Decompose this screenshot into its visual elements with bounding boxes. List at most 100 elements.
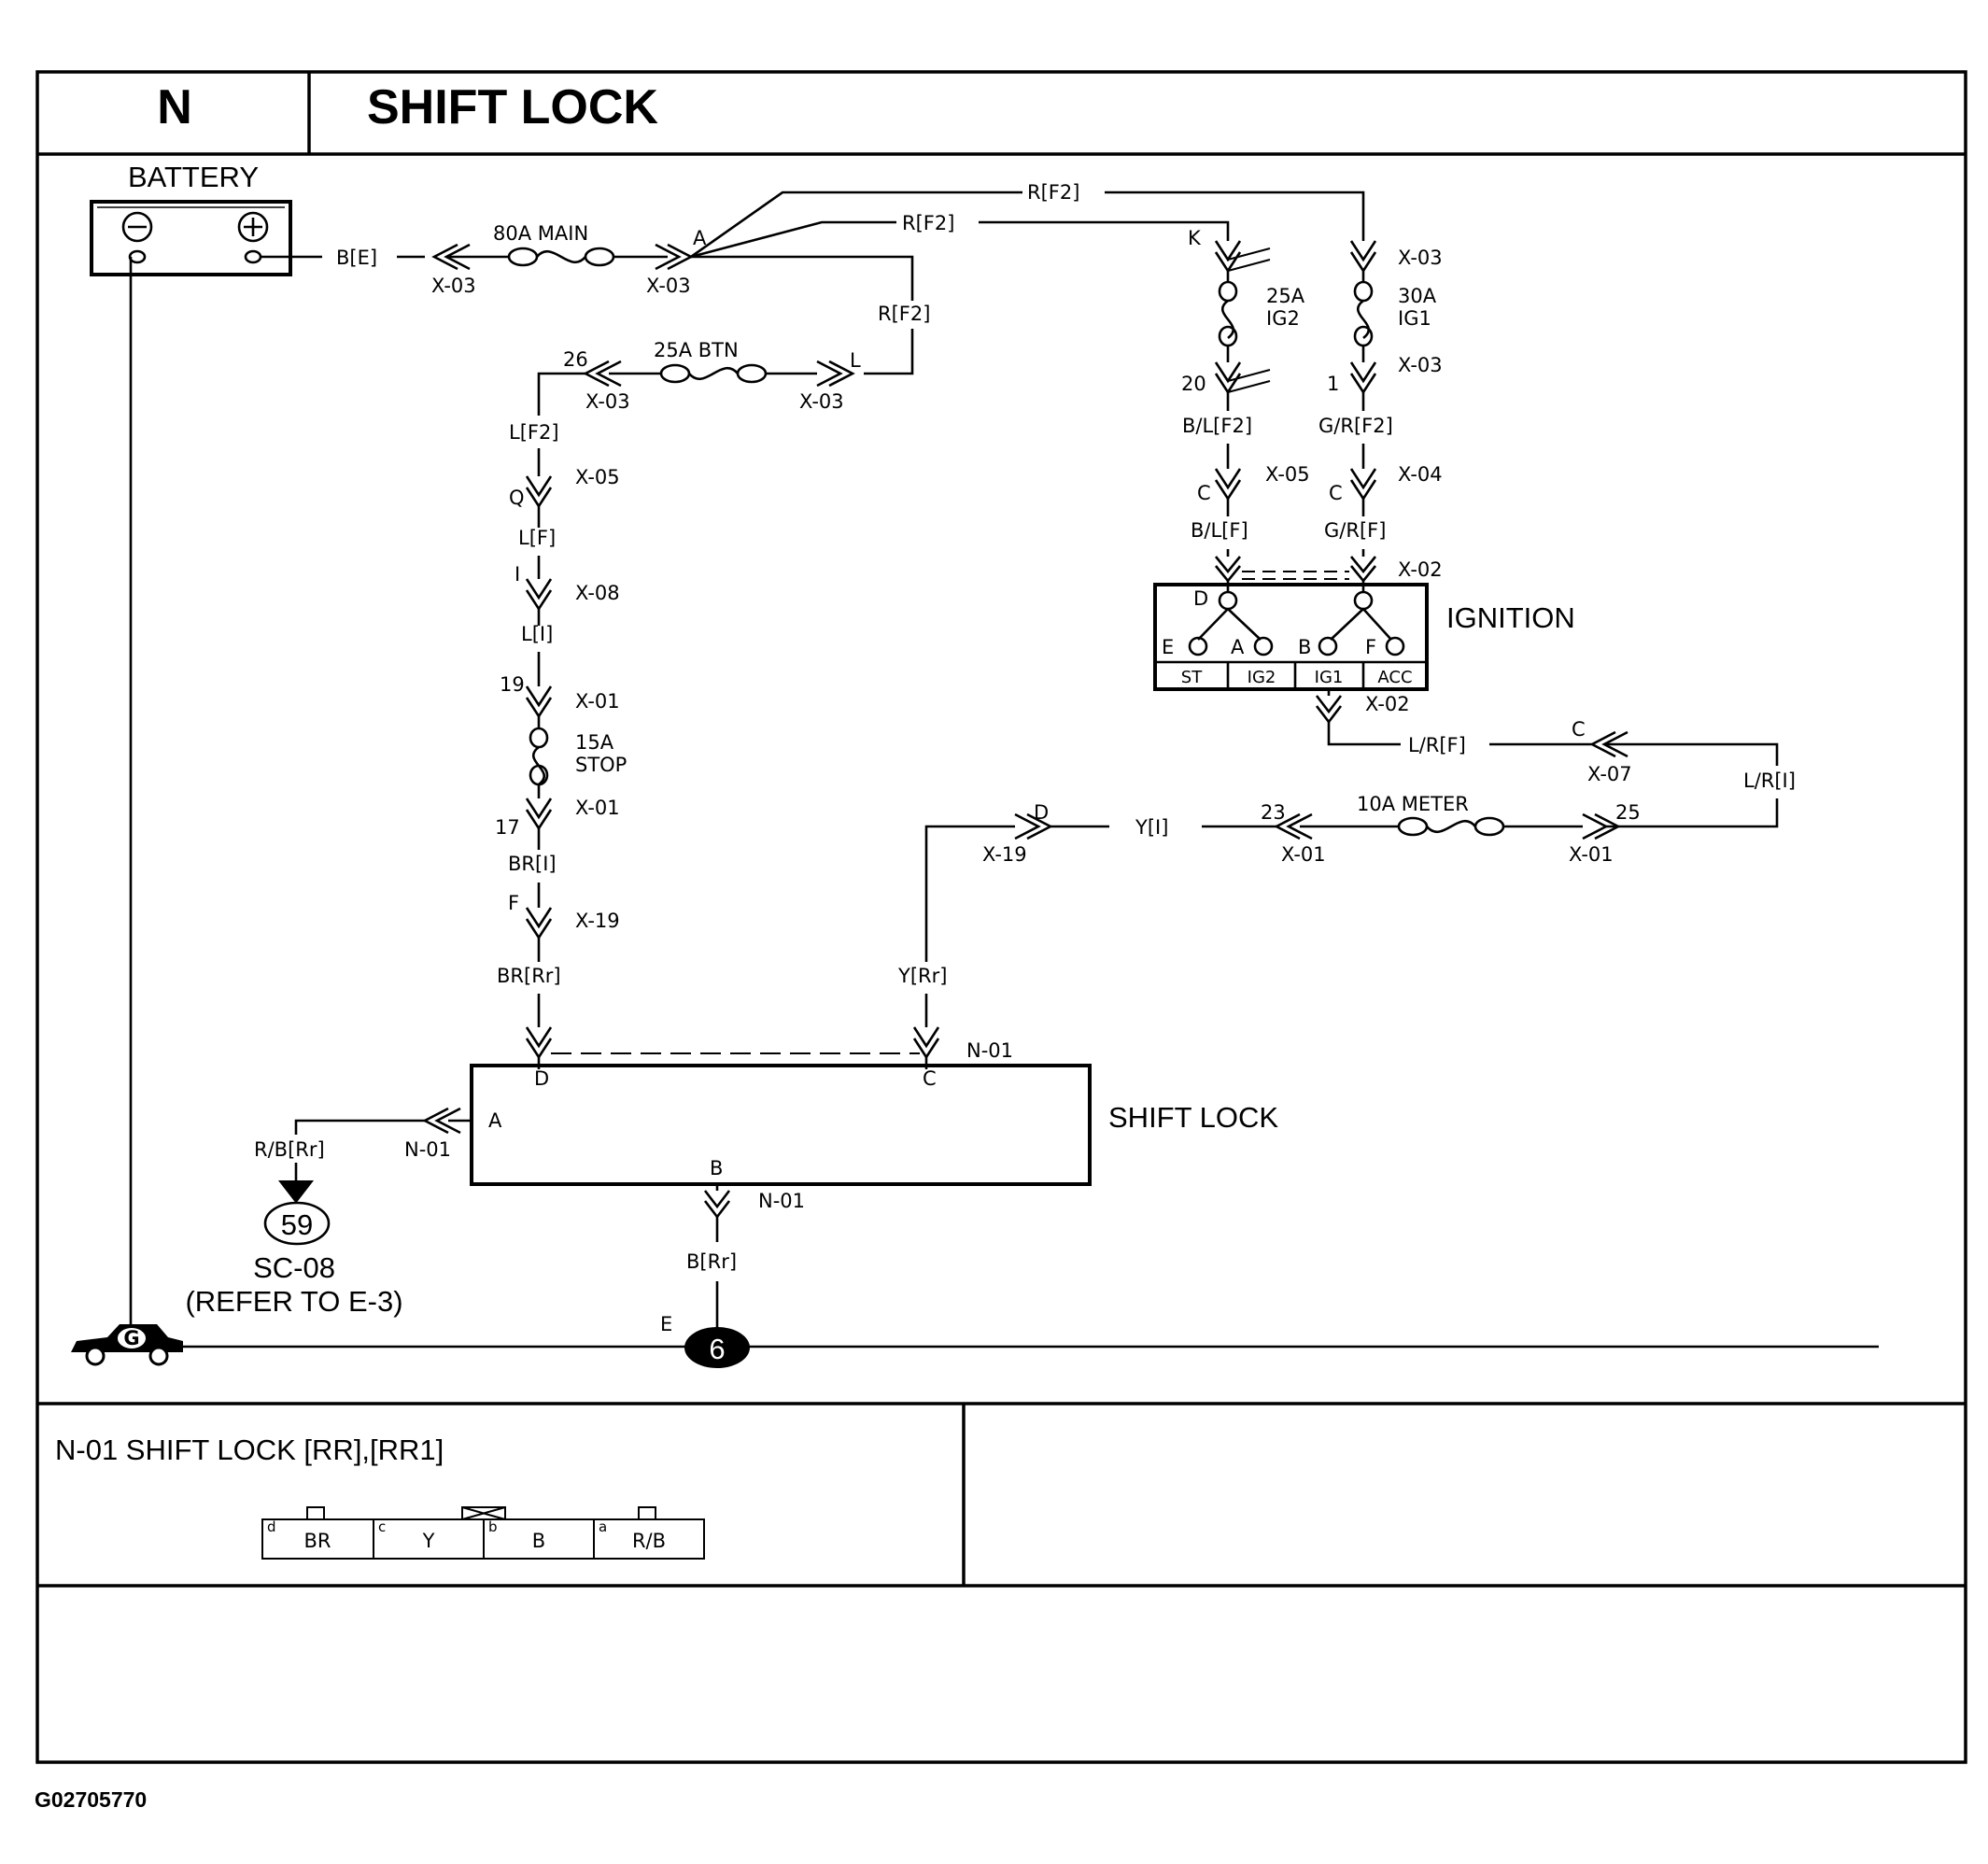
reference-note: (REFER TO E-3) [185,1285,402,1318]
cell-pin: a [599,1518,607,1535]
wire-label: R[F2] [878,303,930,325]
connector-label: X-07 [1587,763,1632,785]
cell-pin: b [488,1518,498,1535]
fuse-10a-meter [1397,816,1505,837]
connector-label: N-01 [966,1039,1013,1062]
pin-label: D [1034,801,1049,824]
fuse-label: 25A [1266,285,1305,307]
fuse-80a-main [507,247,615,267]
connector-label: X-05 [1265,463,1310,486]
battery [90,200,292,276]
car-ground-label: G [123,1327,139,1349]
connector-label: X-03 [1398,247,1443,269]
pin-label: F [508,892,519,914]
terminal-label: A [1231,636,1245,658]
connector [1214,240,1271,274]
wire-label: R[F2] [902,212,954,234]
connector [525,685,553,719]
connector-label: X-19 [982,843,1027,866]
ground-point-number: 6 [709,1333,725,1365]
terminal-label: F [1365,636,1376,658]
pin-label: 1 [1327,373,1339,395]
pin-label: C [1197,482,1211,504]
wire-label: Y[Rr] [897,965,947,987]
pin-label: C [923,1067,937,1090]
wire-label: B/L[F] [1191,519,1248,542]
connector [525,798,553,831]
fuse-25a-btn [659,363,768,384]
pin-label: C [1572,718,1586,741]
connector [1214,468,1242,501]
connector-label: X-19 [575,910,620,932]
connector-label: N-01 [758,1190,805,1212]
connector-label: X-03 [431,275,476,297]
pin-label: 23 [1261,801,1286,824]
reference-circle [263,1201,331,1246]
connector-label: X-08 [575,582,620,604]
wire-label: G/R[F] [1324,519,1386,542]
pin-label: K [1188,227,1202,249]
connector-label: X-05 [575,466,620,488]
pin-label: Q [509,487,525,509]
connector-label: X-04 [1398,463,1443,486]
reference-number: 59 [281,1208,313,1241]
connector-label: X-03 [585,390,630,413]
fuse-label: 15A [575,731,614,754]
pin-label: D [534,1067,549,1090]
cell-pin: c [378,1518,386,1535]
wire-label: L[I] [521,623,553,645]
fuse-25a-ig2 [1218,280,1238,347]
ignition-label: IGNITION [1446,601,1575,634]
connector-label: X-03 [799,390,844,413]
position-label: IG1 [1315,668,1344,687]
connector-label: X-01 [1569,843,1614,866]
pin-label: I [515,563,520,586]
connector-label: X-03 [1398,354,1443,376]
connector [525,907,553,940]
position-label: ACC [1377,668,1412,687]
fuse-15a-stop [529,727,549,786]
figure-id: G02705770 [35,1787,147,1812]
fuse-30a-ig1 [1353,280,1374,347]
fuse-label: 10A METER [1357,793,1469,815]
cell-wire: BR [304,1530,331,1552]
connector [703,1190,731,1220]
connector [1315,695,1343,725]
pin-label: A [488,1109,502,1132]
section-letter: N [157,80,192,134]
page-title: SHIFT LOCK [367,80,658,134]
connector-label: N-01 [404,1138,451,1161]
pin-label: 19 [500,673,525,696]
position-label: ST [1181,668,1203,687]
connector [816,360,855,388]
fuse-label: IG1 [1398,307,1431,330]
wire-label: Y[I] [1135,816,1168,839]
connector [1214,556,1377,584]
shift-lock-label: SHIFT LOCK [1108,1101,1278,1134]
pin-label: C [1329,482,1343,504]
connector-label: X-01 [575,690,620,713]
connector-label: X-02 [1365,693,1410,715]
wire-label: G/R[F2] [1318,415,1393,437]
fuse-label: 25A BTN [654,339,739,361]
connector-view-title: N-01 SHIFT LOCK [RR],[RR1] [55,1433,444,1466]
connector [1349,468,1377,501]
connector [1214,361,1271,395]
connector-label: X-01 [575,797,620,819]
wire-label: L[F] [518,527,556,549]
wire-label: B[Rr] [686,1250,737,1273]
terminal-label: E [1162,636,1174,658]
wire-label: BR[I] [508,853,557,875]
connector [1582,812,1621,840]
connector [1349,240,1377,274]
fuse-label: 30A [1398,285,1437,307]
terminal-label: B [1298,636,1311,658]
wire-label: L/R[F] [1408,734,1466,756]
cell-pin: d [267,1518,276,1535]
car-ground-icon [71,1324,183,1366]
shift-lock-unit [470,1064,1092,1186]
cell-wire: Y [422,1530,435,1552]
connector [525,578,553,612]
position-label: IG2 [1248,668,1276,687]
